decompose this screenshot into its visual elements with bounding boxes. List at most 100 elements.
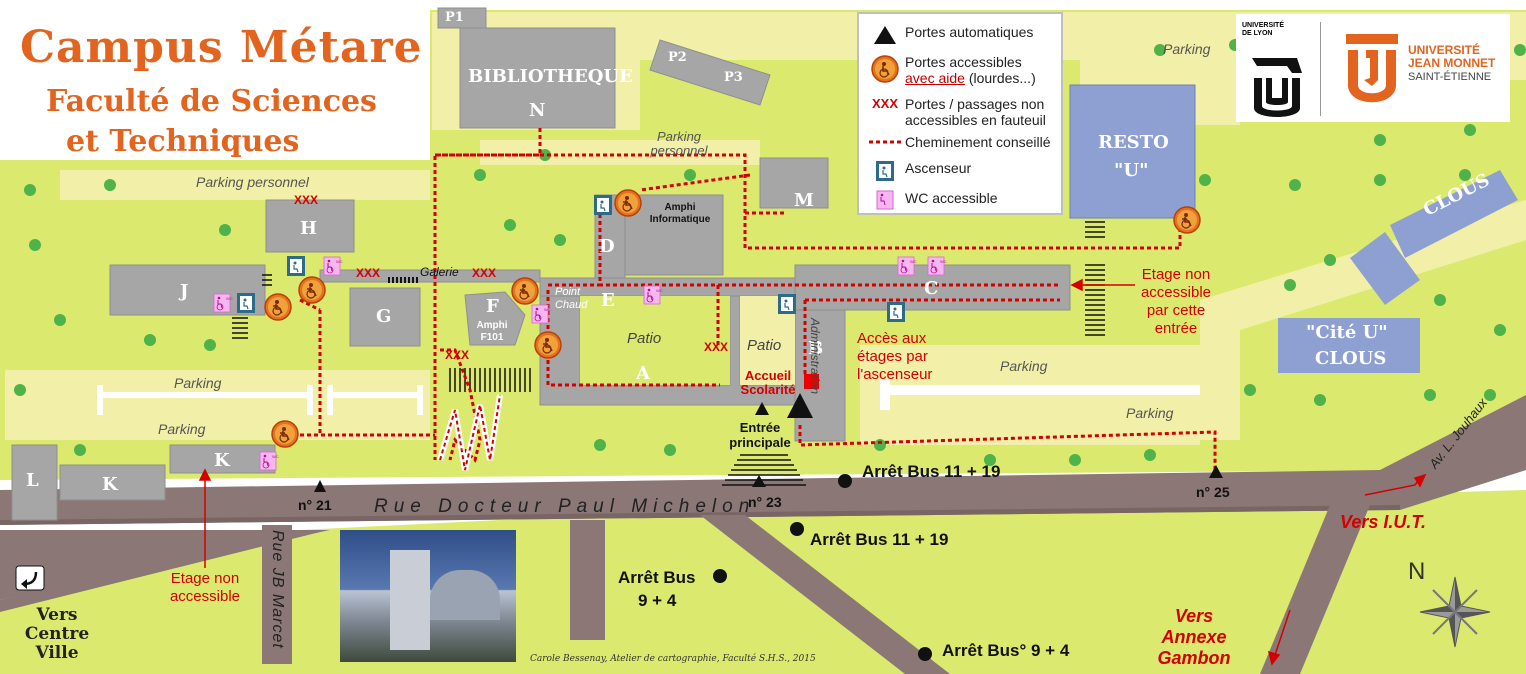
north-label: N <box>1408 558 1426 585</box>
stairs-entrance <box>722 454 806 486</box>
label-k2: K <box>102 474 118 495</box>
label-k1: K <box>214 450 230 471</box>
gate-25-icon <box>1209 465 1223 478</box>
wc-icon <box>213 293 234 313</box>
wc-icon <box>927 256 948 276</box>
bus-stop-3-icon <box>713 569 727 583</box>
legend-item: XXX Portes / passages non accessibles en… <box>871 96 1046 128</box>
label-f: F <box>486 296 499 317</box>
galerie <box>319 269 541 283</box>
legend-item: Ascenseur <box>865 160 1057 182</box>
gate-21-icon <box>314 480 326 492</box>
label-parking-3: Parking <box>158 421 206 437</box>
elevator-icon <box>286 255 306 277</box>
building-f <box>464 291 526 346</box>
stairs-f <box>449 368 531 392</box>
wc-icon <box>897 256 918 276</box>
door-icon <box>511 277 539 305</box>
compass-icon <box>1419 576 1491 648</box>
label-administration: Administration <box>808 318 822 395</box>
building-clous-2 <box>1350 232 1420 305</box>
door-icon <box>614 189 642 217</box>
direction-centre-ville: Vers Centre Ville <box>24 605 90 663</box>
label-a: A <box>636 363 650 384</box>
legend-item: WC accessible <box>865 190 1057 210</box>
building-cite-u <box>1278 318 1420 373</box>
legend-item: Portes automatiques <box>865 24 1057 46</box>
lyon-logo <box>1252 58 1302 117</box>
label-n: N <box>529 100 546 121</box>
label-parking-1: Parking <box>1163 41 1211 57</box>
building-l <box>11 444 58 521</box>
wc-icon <box>259 451 280 471</box>
label-parking-personnel-1: Parking personnel <box>196 174 309 190</box>
legend-item: Cheminement conseillé <box>865 134 1057 150</box>
stairs-j <box>232 317 248 339</box>
building-photo <box>340 530 516 662</box>
label-j: J <box>180 281 189 302</box>
label-galerie: Galerie <box>420 265 459 279</box>
ujm-logo <box>1346 34 1398 103</box>
label-p3: P3 <box>724 70 743 85</box>
bus-stop-2: Arrêt Bus 11 + 19 <box>810 530 949 549</box>
ujm-name-1: UNIVERSITÉ <box>1408 43 1481 57</box>
label-g: G <box>376 306 392 327</box>
elevator-icon <box>236 292 256 314</box>
elevator-icon <box>886 301 906 323</box>
building-g <box>349 287 421 347</box>
bus-stop-3b: 9 + 4 <box>638 591 677 610</box>
xxx-icon: XXX <box>871 96 898 111</box>
label-resto-1: RESTO <box>1098 132 1169 153</box>
xxx-mark: XXX <box>356 266 381 280</box>
title-box: Campus Métare Faculté de Sciences et Tec… <box>8 8 426 160</box>
label-point-chaud: Point Chaud <box>555 286 588 311</box>
logo-box: UNIVERSITÉ DE LYON UNIVERSITÉ JEAN MONNE… <box>1236 14 1510 122</box>
label-cite-1: "Cité U" <box>1306 322 1388 343</box>
building-p2-p3 <box>649 39 771 106</box>
note-acces-ascenseur: Accès aux étages par l'ascenseur <box>857 330 933 383</box>
label-m: M <box>794 190 814 211</box>
dotted-line-icon <box>869 140 901 144</box>
gate-21: n° 21 <box>298 497 332 513</box>
bus-stop-2-icon <box>790 522 804 536</box>
elevator-icon <box>593 194 613 216</box>
door-icon <box>271 420 299 448</box>
label-l: L <box>26 470 39 491</box>
label-entree: Entrée principale <box>729 420 791 450</box>
xxx-mark: XXX <box>445 348 470 362</box>
gate-25: n° 25 <box>1196 484 1230 500</box>
building-resto <box>1069 84 1196 219</box>
label-parking-2: Parking <box>174 375 222 391</box>
note-etage-k: Etage non accessible <box>169 570 241 605</box>
xxx-mark: XXX <box>472 266 497 280</box>
stairs-resto <box>1085 221 1105 238</box>
gate-23: n° 23 <box>748 494 782 510</box>
patio-1 <box>580 296 730 385</box>
label-f-amphi: Amphi F101 <box>476 320 508 343</box>
label-p2: P2 <box>668 50 687 65</box>
label-resto-2: "U" <box>1114 160 1149 181</box>
wc-icon <box>876 190 894 210</box>
auto-door-main-icon <box>787 393 813 418</box>
direction-iut: Vers I.U.T. <box>1340 512 1427 532</box>
wc-icon <box>323 256 344 276</box>
map-subtitle-2: et Techniques <box>66 124 300 159</box>
label-b: B <box>808 338 824 359</box>
auto-door-icon <box>755 402 769 415</box>
building-clous <box>1390 170 1518 258</box>
wheelchair-help-icon <box>871 55 899 83</box>
label-patio-1: Patio <box>627 330 662 347</box>
label-parking-5: Parking <box>1126 405 1174 421</box>
door-icon <box>1173 206 1201 234</box>
label-p1: P1 <box>445 10 464 25</box>
bus-stop-1-icon <box>838 474 852 488</box>
building-k2 <box>59 464 166 501</box>
ujm-name-3: SAINT-ÉTIENNE <box>1408 71 1492 83</box>
label-parking-personnel-2: Parking personnel <box>650 129 708 158</box>
recommended-route <box>299 128 1217 470</box>
building-m <box>759 157 829 209</box>
street-marcet: Rue JB Marcet <box>269 530 286 649</box>
door-icon <box>534 331 562 359</box>
map-credit: Carole Bessenay, Atelier de cartographie… <box>530 654 816 664</box>
